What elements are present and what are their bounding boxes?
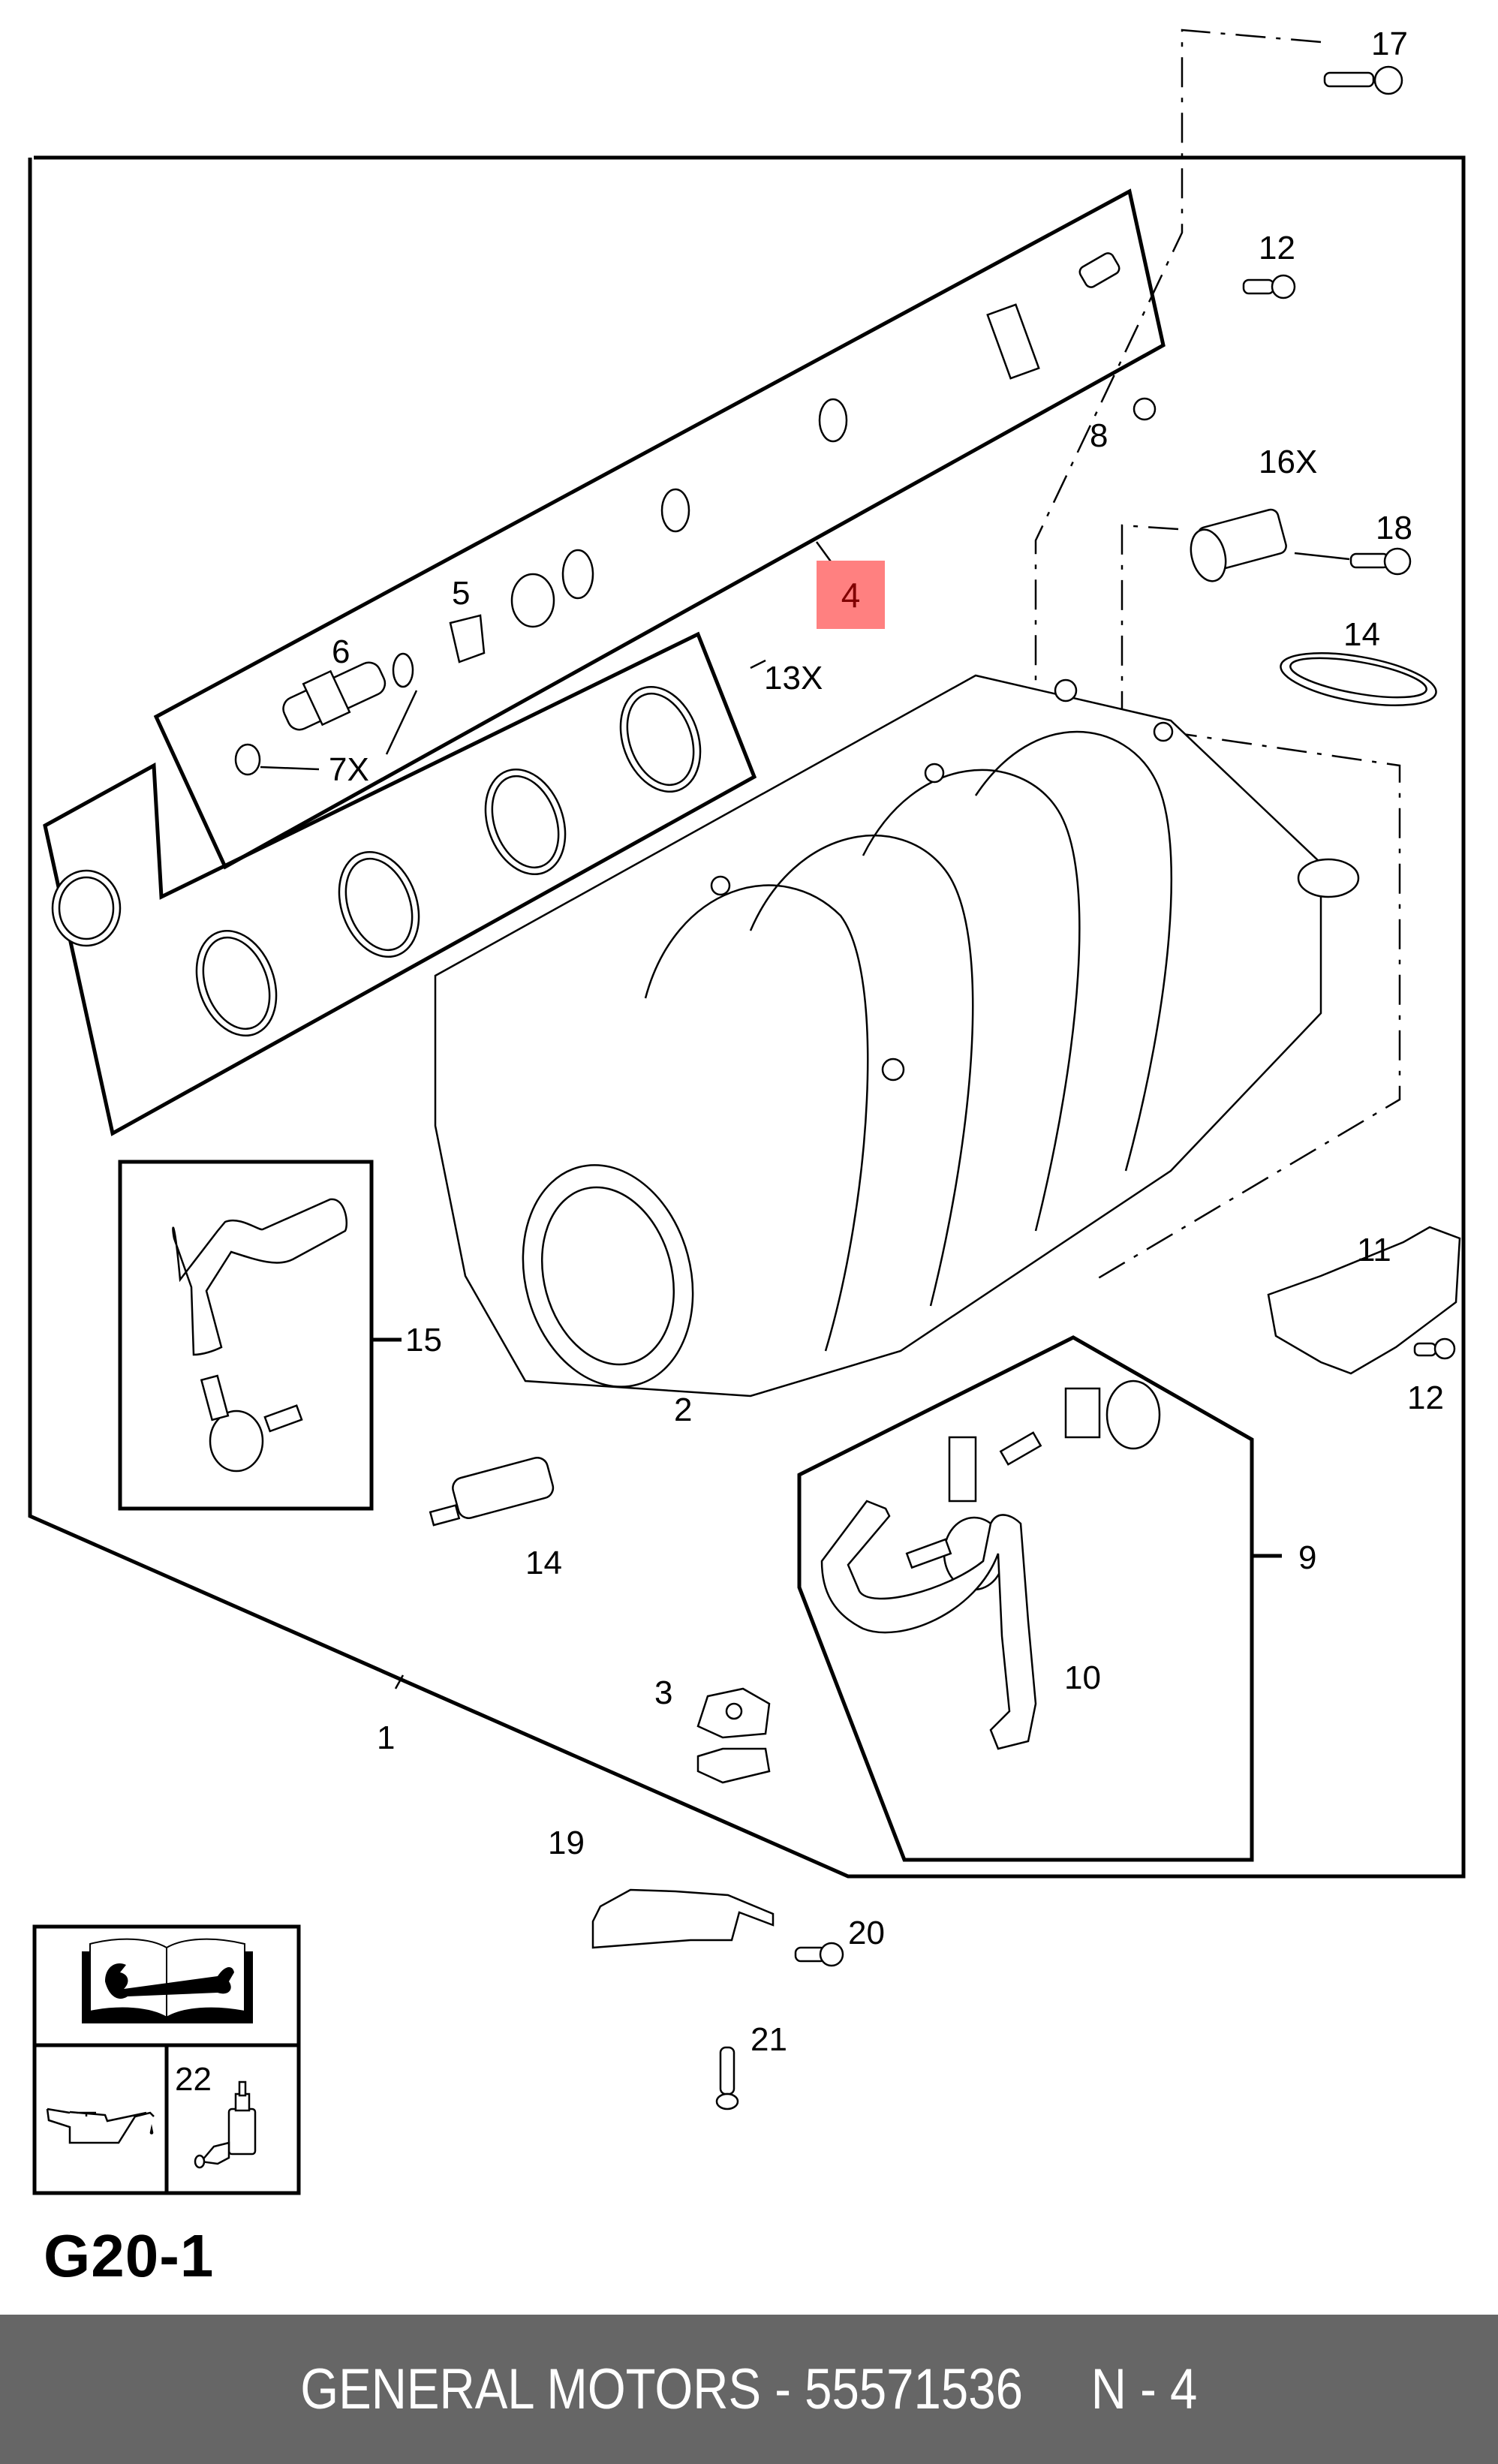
callout-2[interactable]: 2 [674,1391,692,1428]
bracket-part [591,1888,775,1949]
hose-kit-frame [118,1160,374,1511]
dashed-leader-manifold [1095,730,1401,1281]
callout-5[interactable]: 5 [452,575,470,612]
callout-7x[interactable]: 7X [329,751,369,788]
dashed-leader-19 [1034,29,1322,690]
screw-22 [715,2046,739,2110]
callout-12-right[interactable]: 12 [1407,1379,1444,1416]
screw-12-top [1242,274,1296,299]
throttle-seal-part [1280,652,1437,706]
gasket-frame [43,631,757,1136]
callout-22[interactable]: 21 [751,2021,787,2058]
callout-1[interactable]: 1 [377,1719,395,1756]
callout-17[interactable]: 16X [1259,444,1317,480]
pcv-hose-part [172,1198,348,1473]
leader-1 [394,1674,405,1689]
highlighted-callout-label: 4 [841,575,861,615]
callout-14[interactable]: 14 [1343,616,1380,653]
callout-8[interactable]: 8 [1090,417,1108,454]
parts-diagram: 17 12 8 16X 18 14 5 6 13X 7X 15 11 12 2 … [28,26,1466,2195]
footer-part-info: GENERAL MOTORS - 55571536 N - 4 [300,2357,1198,2421]
callout-6[interactable]: 6 [332,633,350,670]
callout-23[interactable]: 22 [175,2061,212,2098]
valve-kit-frame [797,1335,1254,1862]
isolator-part [696,1687,771,1784]
leader-13 [750,659,766,669]
highlighted-callout-4[interactable]: 4 [817,561,885,629]
callout-3[interactable]: 3 [654,1674,672,1711]
adhesive-bottle-icon [194,2080,257,2169]
callout-13x[interactable]: 13X [764,660,823,696]
diagram-code: G20-1 [44,2222,215,2289]
screw-19 [1323,65,1403,95]
callout-18[interactable]: 18 [1376,510,1412,546]
intake-manifold-part [434,674,1360,1397]
clip-part [449,614,486,663]
main-assembly-frame [28,155,1466,1879]
callout-16x[interactable]: 15 [405,1322,442,1358]
injector-part [234,652,418,776]
service-manual-wrench-icon [82,1938,253,2023]
screw-18 [1294,547,1412,576]
callout-9[interactable]: 9 [1298,1539,1316,1576]
oil-can-icon [46,2107,155,2144]
callout-21[interactable]: 20 [848,1915,885,1951]
callout-10[interactable]: 10 [1064,1659,1101,1696]
fuel-rail-frame [153,188,1166,870]
screw-12-right [1413,1337,1456,1360]
fuel-rail-part [510,252,1120,628]
screw-8 [1133,397,1157,421]
gaskets-part [51,685,702,1037]
purge-valve-part [820,1379,1161,1750]
callout-12-top[interactable]: 12 [1259,230,1295,266]
sensor-part [429,1456,555,1527]
screw-21 [794,1942,844,1967]
callout-11[interactable]: 11 [1357,1232,1391,1268]
sensor-bracket-part [1267,1226,1461,1375]
callout-20[interactable]: 19 [548,1825,585,1861]
footer-banner: GENERAL MOTORS - 55571536 N - 4 [0,2315,1498,2464]
callout-15[interactable]: 14 [525,1545,562,1581]
map-sensor-part [1190,508,1287,582]
callout-19[interactable]: 17 [1371,26,1408,62]
